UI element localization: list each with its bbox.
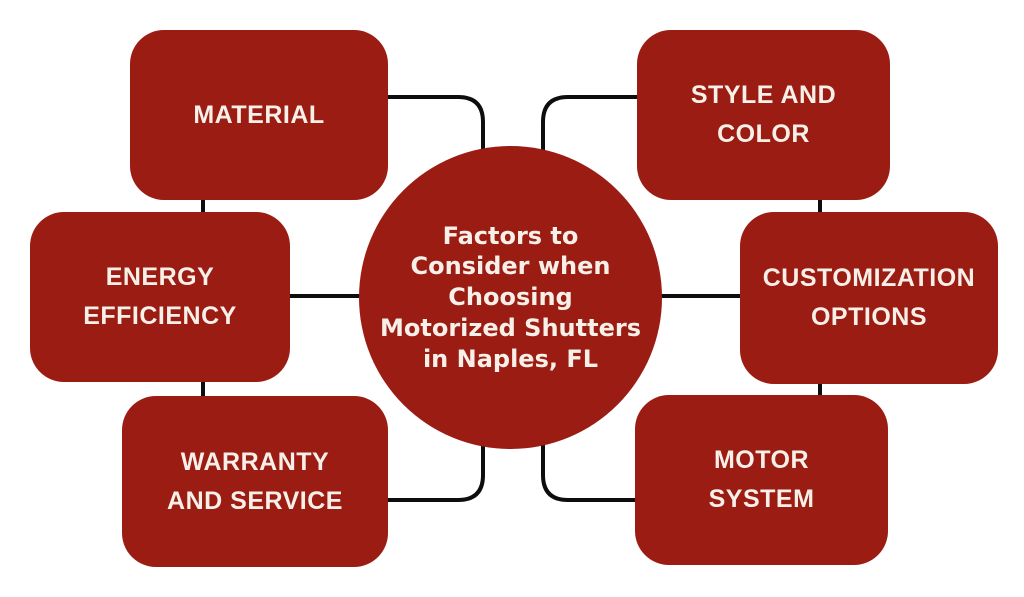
node-customization-options-label: CUSTOMIZATION OPTIONS (762, 264, 976, 331)
connector-warranty-to-center (380, 425, 485, 502)
node-customization-options: CUSTOMIZATION OPTIONS (740, 212, 998, 384)
node-warranty-and-service: WARRANTY AND SERVICE (122, 396, 388, 567)
connector-material-to-center (380, 95, 485, 170)
node-motor-system: MOTOR SYSTEM (635, 395, 888, 565)
node-energy-efficiency-label: ENERGY EFFICIENCY (83, 263, 237, 330)
center-title: Factors to Consider when Choosing Motori… (380, 221, 641, 373)
node-energy-efficiency: ENERGY EFFICIENCY (30, 212, 290, 382)
node-style-and-color: STYLE AND COLOR (637, 30, 890, 200)
node-material: MATERIAL (130, 30, 388, 200)
node-style-and-color-label: STYLE AND COLOR (690, 81, 837, 148)
node-motor-system-label: MOTOR SYSTEM (708, 446, 815, 513)
connector-style-to-center (541, 95, 647, 170)
center-circle: Factors to Consider when Choosing Motori… (359, 146, 662, 449)
node-warranty-and-service-label: WARRANTY AND SERVICE (167, 447, 343, 515)
node-material-label: MATERIAL (193, 100, 325, 129)
connector-motor-to-center (541, 425, 647, 502)
